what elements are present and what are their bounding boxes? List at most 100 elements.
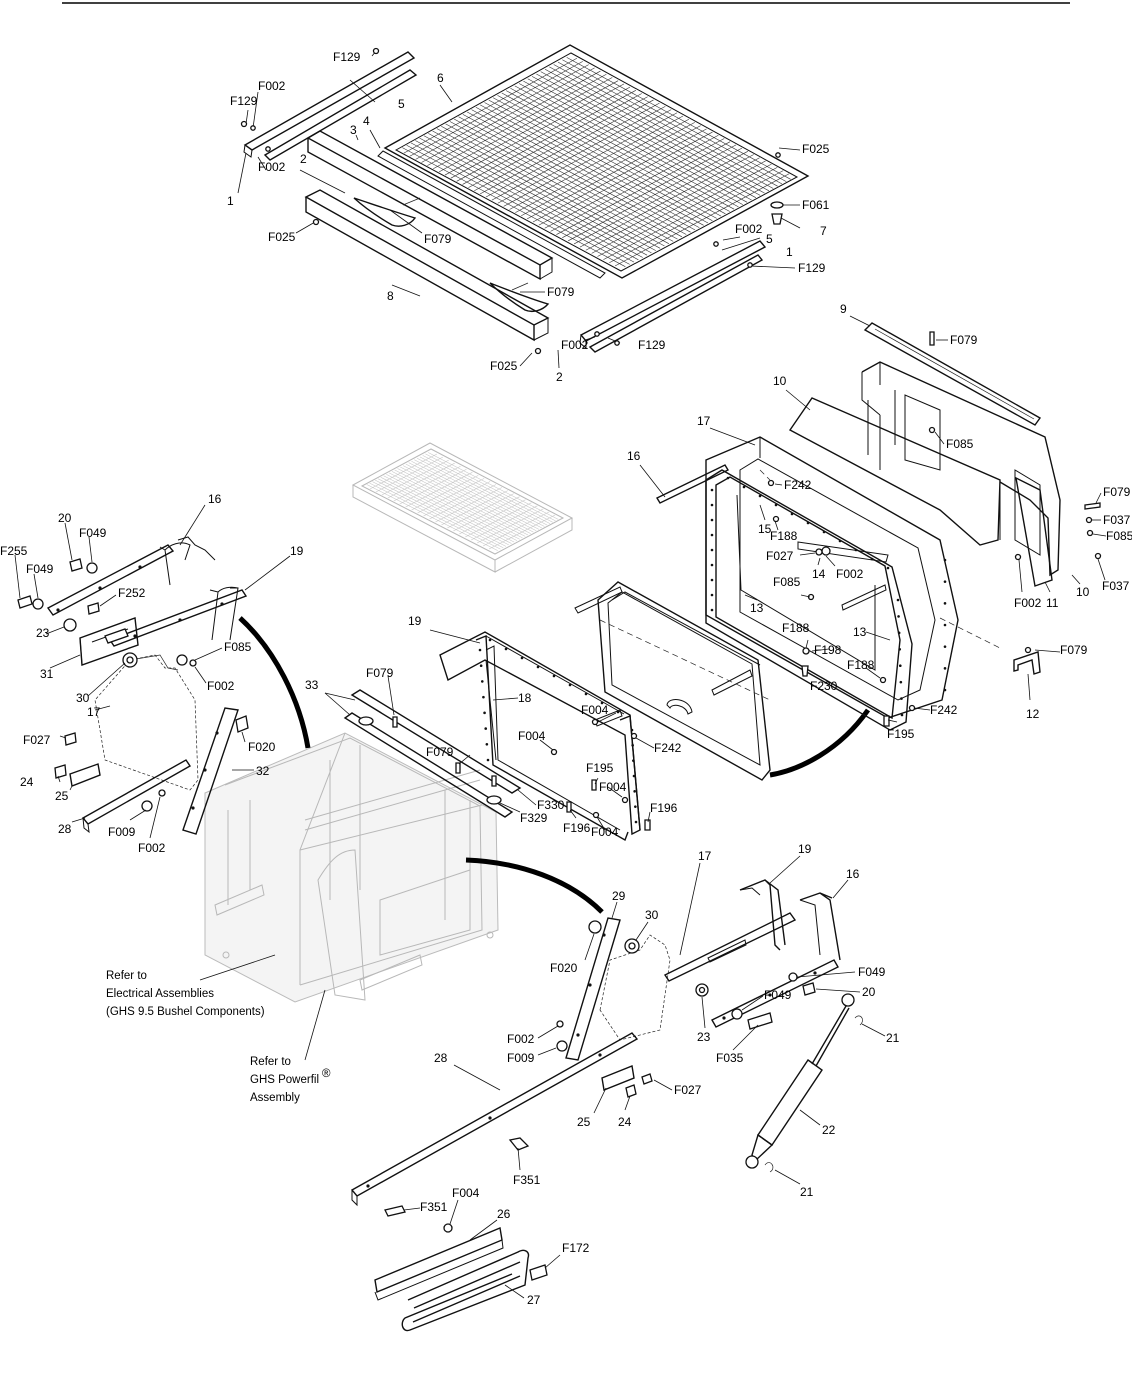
callout-f196: F196 [650,801,678,815]
callout-f049: F049 [26,562,54,576]
assembly-arrows [238,616,871,914]
callout-f037: F037 [1102,579,1130,593]
callout-f079: F079 [1103,485,1131,499]
callout-f172: F172 [562,1241,590,1255]
middle-frames [429,581,771,842]
note-powerfill-line1: Refer to [250,1056,291,1068]
callout-23: 23 [36,626,50,640]
callout-f255: F255 [0,544,28,558]
callout-f002: F002 [561,338,589,352]
callout-f002: F002 [207,679,235,693]
callout-f085: F085 [946,437,974,451]
callout-2: 2 [300,152,307,166]
callout-f009: F009 [507,1051,535,1065]
top-labels: F129 F002 F129 6 5 4 3 2 F002 1 F025 F07… [227,50,830,384]
note-powerfill-line3: Assembly [250,1092,300,1104]
callout-f129: F129 [638,338,666,352]
callout-f061: F061 [802,198,830,212]
callout-16: 16 [846,867,860,881]
callout-1: 1 [227,194,234,208]
callout-28: 28 [434,1051,448,1065]
callout-5: 5 [398,97,405,111]
callout-f049: F049 [79,526,107,540]
note-electrical-line1: Refer to [106,970,147,982]
callout-f188: F188 [770,529,798,543]
registered-mark: ® [322,1068,331,1080]
callout-f049: F049 [764,988,792,1002]
callout-f242: F242 [654,741,682,755]
note-powerfill-line2: GHS Powerfil [250,1074,319,1086]
callout-f002: F002 [507,1032,535,1046]
callout-f037: F037 [1103,513,1131,527]
callout-f242: F242 [784,478,812,492]
callout-f129: F129 [230,94,258,108]
note-electrical-line3: (GHS 9.5 Bushel Components) [106,1006,265,1018]
callout-f035: F035 [716,1051,744,1065]
callout-f079: F079 [426,745,454,759]
callout-f079: F079 [950,333,978,347]
callout-29: 29 [612,889,626,903]
callout-5: 5 [766,232,773,246]
callout-f079: F079 [547,285,575,299]
top-screen-assembly [237,44,810,369]
callout-f252: F252 [118,586,146,600]
callout-f129: F129 [333,50,361,64]
callout-f085: F085 [224,640,252,654]
callout-f002: F002 [735,222,763,236]
callout-17: 17 [87,705,101,719]
callout-f004: F004 [591,825,619,839]
callout-f002: F002 [836,567,864,581]
callout-6: 6 [437,71,444,85]
callout-16: 16 [208,492,222,506]
callout-f079: F079 [366,666,394,680]
callout-33: 33 [305,678,319,692]
ghost-screen [351,442,574,573]
callout-f027: F027 [23,733,51,747]
callout-4: 4 [363,114,370,128]
callout-f129: F129 [798,261,826,275]
callout-f351: F351 [513,1173,541,1187]
callout-9: 9 [840,302,847,316]
callout-16: 16 [627,449,641,463]
callout-labels: 9 F079 10 F085 17 16 F242 15 F188 F027 1… [0,302,1132,1307]
callout-f330: F330 [537,798,565,812]
callout-f049: F049 [858,965,886,979]
callout-14: 14 [812,567,826,581]
right-top-panels [639,315,1107,731]
callout-f198: F198 [814,643,842,657]
callout-f230: F230 [810,679,838,693]
callout-f085: F085 [773,575,801,589]
callout-f004: F004 [581,703,609,717]
callout-25: 25 [55,789,69,803]
callout-f004: F004 [452,1186,480,1200]
callout-25: 25 [577,1115,591,1129]
callout-31: 31 [40,667,54,681]
callout-f188: F188 [782,621,810,635]
callout-24: 24 [20,775,34,789]
callout-3: 3 [350,123,357,137]
callout-f004: F004 [599,780,627,794]
callout-f027: F027 [674,1083,702,1097]
callout-f196: F196 [563,821,591,835]
callout-8: 8 [387,289,394,303]
callout-30: 30 [76,691,90,705]
callout-19: 19 [798,842,812,856]
callout-12: 12 [1026,707,1040,721]
callout-30: 30 [645,908,659,922]
callout-f195: F195 [586,761,614,775]
callout-21: 21 [800,1185,814,1199]
callout-11: 11 [1046,596,1059,610]
callout-f009: F009 [108,825,136,839]
callout-f025: F025 [268,230,296,244]
callout-19: 19 [408,614,422,628]
callout-f025: F025 [802,142,830,156]
callout-10: 10 [1076,585,1090,599]
callout-f329: F329 [520,811,548,825]
callout-1: 1 [786,245,793,259]
left-side-assembly [14,504,291,839]
callout-2: 2 [556,370,563,384]
callout-22: 22 [822,1123,836,1137]
note-electrical-line2: Electrical Assemblies [106,988,214,1000]
